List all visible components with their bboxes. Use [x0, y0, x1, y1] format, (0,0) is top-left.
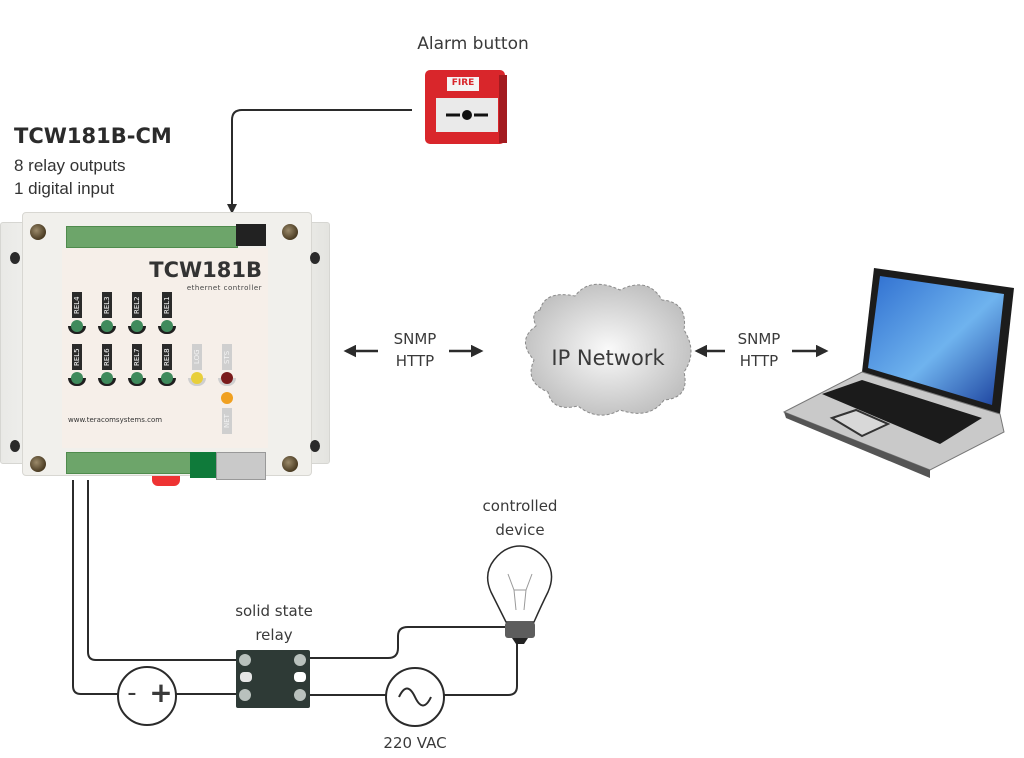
- led-rel5-indicator: [71, 372, 83, 384]
- device-feature-relays: 8 relay outputs: [14, 156, 126, 175]
- right-protocol-http: HTTP: [739, 352, 779, 370]
- front-panel: TCW181B ethernet controller www.teracoms…: [62, 248, 268, 448]
- led-rel4-indicator: [71, 320, 83, 332]
- led-net-indicator: [221, 392, 233, 404]
- right-protocol-snmp: SNMP: [737, 330, 781, 348]
- led-rel3-indicator: [101, 320, 113, 332]
- led-rel4-label: REL4: [72, 292, 82, 318]
- wire-dc-negative: [72, 480, 118, 695]
- laptop-computer: [782, 268, 1014, 478]
- ethernet-port: [216, 452, 266, 480]
- alarm-wire: [227, 109, 412, 214]
- device-feature-inputs: 1 digital input: [14, 179, 115, 198]
- power-jack: [236, 224, 266, 246]
- sine-wave-icon: [398, 687, 432, 707]
- led-rel5-label: REL5: [72, 344, 82, 370]
- dc-minus-symbol: -: [127, 678, 137, 708]
- wire-ac-to-bulb: [443, 640, 518, 696]
- led-rel7-indicator: [131, 372, 143, 384]
- mount-screw: [282, 456, 298, 472]
- led-log-indicator: [191, 372, 203, 384]
- device-model-title: TCW181B-CM: [14, 124, 172, 148]
- led-net-label: NET: [222, 408, 232, 434]
- bulb-label-line2: device: [495, 521, 545, 539]
- led-rel2-label: REL2: [132, 292, 142, 318]
- relay-label-line2: relay: [255, 626, 293, 644]
- led-log-label: LOG: [192, 344, 202, 370]
- mount-screw: [30, 456, 46, 472]
- left-protocol-http: HTTP: [395, 352, 435, 370]
- rail-hole: [310, 440, 320, 452]
- left-protocol-snmp: SNMP: [393, 330, 437, 348]
- alarm-fire-text: FIRE: [451, 78, 475, 88]
- pcb-edge: [190, 452, 216, 478]
- led-sts-label: STS: [222, 344, 232, 370]
- led-rel8-label: REL8: [162, 344, 172, 370]
- led-rel1-label: REL1: [162, 292, 172, 318]
- panel-brand: TCW181B: [149, 258, 262, 282]
- led-rel3-label: REL3: [102, 292, 112, 318]
- led-rel8-indicator: [161, 372, 173, 384]
- ac-source-symbol: [385, 667, 445, 727]
- light-bulb-icon: [486, 545, 553, 644]
- panel-url: www.teracomsystems.com: [68, 416, 163, 424]
- led-rel2-indicator: [131, 320, 143, 332]
- wire-relay-to-bulb: [310, 626, 506, 659]
- tcw181b-controller: TCW181B ethernet controller www.teracoms…: [0, 212, 330, 486]
- rail-hole: [10, 440, 20, 452]
- relay-label-line1: solid state: [235, 602, 313, 620]
- solid-state-relay: [236, 650, 310, 708]
- led-rel7-label: REL7: [132, 344, 142, 370]
- alarm-button-label: Alarm button: [417, 34, 529, 54]
- top-terminal-block: [66, 226, 238, 248]
- ip-network-label: IP Network: [551, 346, 665, 370]
- din-clip: [152, 476, 180, 486]
- bulb-label-line1: controlled: [482, 497, 558, 515]
- ac-source-label: 220 VAC: [383, 734, 447, 752]
- led-rel6-label: REL6: [102, 344, 112, 370]
- mount-screw: [30, 224, 46, 240]
- mount-screw: [282, 224, 298, 240]
- led-rel6-indicator: [101, 372, 113, 384]
- led-rel1-indicator: [161, 320, 173, 332]
- panel-subtitle: ethernet controller: [186, 284, 262, 292]
- led-sts-indicator: [221, 372, 233, 384]
- rail-hole: [310, 252, 320, 264]
- dc-plus-symbol: +: [149, 676, 173, 709]
- rail-hole: [10, 252, 20, 264]
- bottom-terminal-block: [66, 452, 192, 474]
